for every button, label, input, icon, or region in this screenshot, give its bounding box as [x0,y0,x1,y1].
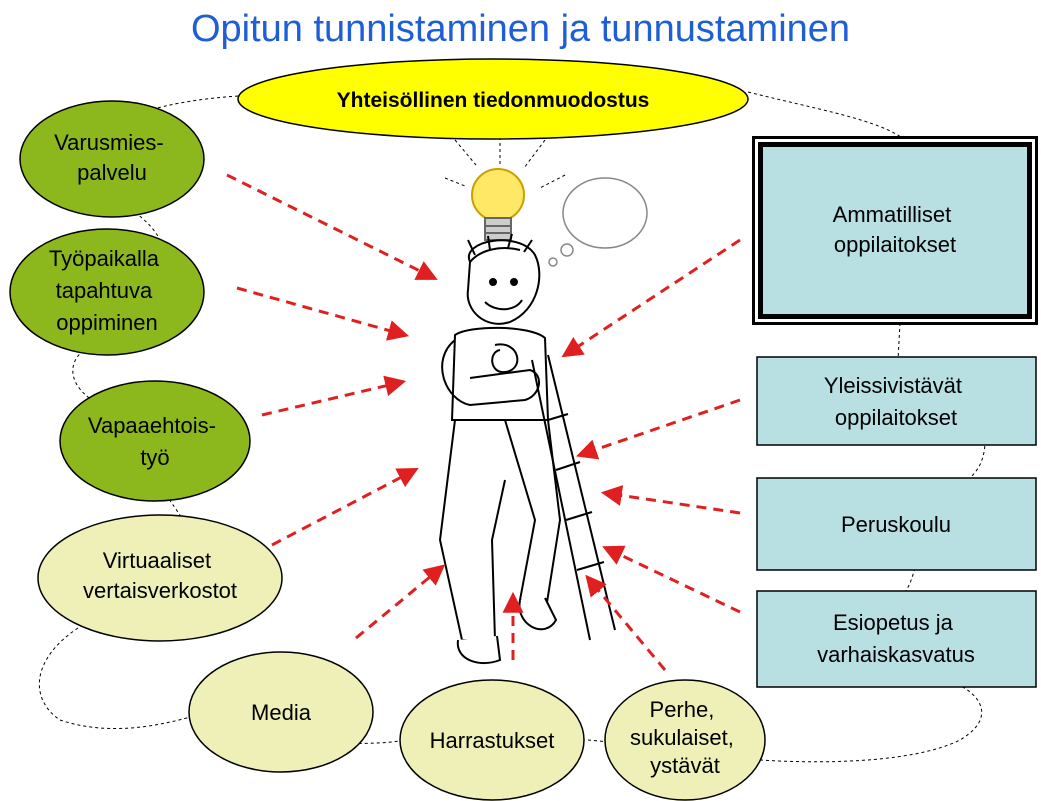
node-label: Esiopetus ja [833,610,954,635]
node-varusmiespalvelu: Varusmies- palvelu [19,100,205,218]
node-label: ystävät [650,753,720,778]
node-label: Virtuaaliset [103,548,211,573]
node-label: Media [251,700,312,725]
svg-text:Virtuaaliset vertaisverk: Virtuaaliset vertaisverkostot [83,548,237,603]
center-node: Yhteisöllinen tiedonmuodostus [237,58,749,140]
node-label: Peruskoulu [841,512,951,537]
node-label: sukulaiset, [630,725,734,750]
node-label: Harrastukset [430,728,555,753]
arrow [576,398,741,460]
svg-text:Varusmies- palvelu: Varusmies- palvelu [54,130,170,185]
node-label: työ [140,445,169,470]
page-title: Opitun tunnistaminen ja tunnustaminen [190,8,851,50]
node-peruskoulu: Peruskoulu [756,477,1037,571]
node-harrastukset: Harrastukset [399,679,585,801]
node-label: Työpaikalla [49,246,160,271]
arrow [226,173,438,280]
svg-text:Työpaikalla tapahtuva: Työpaikalla tapahtuva oppiminen [49,246,165,335]
node-label: Ammatilliset [833,202,952,227]
red-arrows [226,173,741,671]
center-node-label: Yhteisöllinen tiedonmuodostus [337,89,650,112]
node-label: Yleissivistävät [824,373,962,398]
node-label: vertaisverkostot [83,578,237,603]
node-label: Vapaaehtois- [88,413,216,438]
node-esiopetus: Esiopetus ja varhaiskasvatus [756,590,1037,688]
svg-text:Vapaaehtois- työ: Vapaaehtois- työ [88,413,222,470]
node-tyopaikalla: Työpaikalla tapahtuva oppiminen [9,228,205,356]
node-media: Media [188,651,374,773]
node-label: Perhe, [650,697,715,722]
arrow [600,485,741,515]
node-ammatilliset: Ammatilliset oppilaitokset [752,136,1038,325]
node-label: palvelu [77,160,147,185]
node-label: oppiminen [56,310,158,335]
svg-text:Yleissivistävät oppilait: Yleissivistävät oppilaitokset [824,373,968,430]
node-virtuaaliset: Virtuaaliset vertaisverkostot [37,514,283,642]
svg-text:Esiopetus ja varhaiskasv: Esiopetus ja varhaiskasvatus [817,610,975,667]
arrow [236,286,410,341]
node-vapaaehtoistyo: Vapaaehtois- työ [59,380,251,502]
arrow [261,375,407,417]
node-label: Varusmies- [54,130,164,155]
arrow [585,574,667,671]
node-perhe: Perhe, sukulaiset, ystävät [604,679,766,801]
light-bulb-icon [471,168,525,241]
arrow [561,238,741,358]
svg-text:Ammatilliset oppilaitoks: Ammatilliset oppilaitokset [833,202,958,257]
node-label: tapahtuva [56,278,153,303]
person-illustration [438,168,648,665]
node-yleissivistavat: Yleissivistävät oppilaitokset [756,356,1037,446]
arrow [602,545,741,614]
node-label: varhaiskasvatus [817,642,975,667]
arrow [355,564,446,640]
arrow [271,468,419,547]
svg-text:Perhe, sukulaiset,: Perhe, sukulaiset, ystävät [630,697,740,778]
thought-bubble-icon [548,177,648,267]
node-label: oppilaitokset [834,232,956,257]
node-label: oppilaitokset [835,405,957,430]
